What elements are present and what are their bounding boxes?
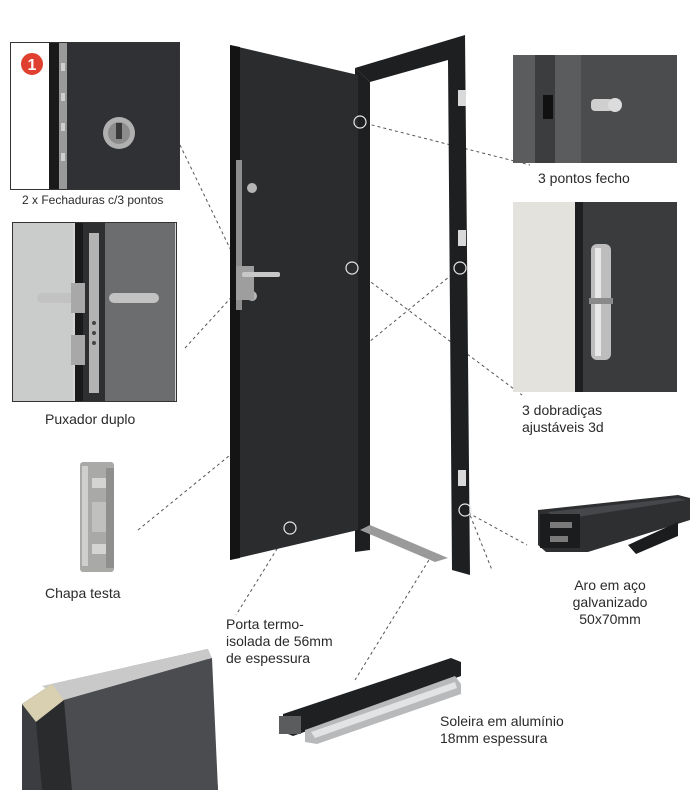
handle-label: Puxador duplo bbox=[45, 411, 136, 427]
frame-label-line3: 50x70mm bbox=[579, 611, 641, 627]
lock-plate bbox=[236, 160, 242, 310]
strike-plate-photo bbox=[68, 458, 126, 576]
door-handle-base bbox=[236, 266, 254, 300]
door-illustration bbox=[230, 35, 470, 575]
lock-cylinder-top bbox=[247, 183, 257, 193]
door-label-line1: Porta termo- bbox=[226, 616, 304, 632]
connector-handle bbox=[184, 289, 239, 349]
hinge-bottom bbox=[458, 470, 466, 486]
frame-label-line2: galvanizado bbox=[572, 594, 648, 610]
connector-threshold bbox=[354, 554, 433, 681]
number-badge: 1 bbox=[19, 51, 45, 77]
hinge-top bbox=[458, 90, 466, 106]
locks-label: 2 x Fechaduras c/3 pontos bbox=[22, 193, 164, 207]
connector-door bbox=[235, 527, 291, 616]
connector-frame-2 bbox=[467, 509, 493, 571]
threshold-label-line2: 18mm espessura bbox=[440, 730, 548, 746]
hinges-label-line1: 3 dobradiças bbox=[522, 402, 603, 418]
door-frame bbox=[355, 35, 470, 575]
frame-label-line1: Aro em aço bbox=[574, 577, 646, 593]
threshold-label: Soleira em alumínio 18mm espessura bbox=[440, 713, 620, 747]
handle-photo bbox=[12, 222, 177, 402]
connector-locks bbox=[179, 144, 239, 266]
closing-points-photo bbox=[513, 55, 677, 163]
hinges-label: 3 dobradiças ajustáveis 3d bbox=[522, 402, 682, 436]
frame-label: Aro em aço galvanizado 50x70mm bbox=[540, 577, 680, 628]
strike-plate-label: Chapa testa bbox=[45, 585, 121, 601]
door-label-line3: de espessura bbox=[226, 650, 311, 666]
locks-photo: 1 bbox=[10, 42, 180, 190]
door-label-line2: isolada de 56mm bbox=[226, 633, 333, 649]
threshold-profile bbox=[279, 658, 461, 744]
connector-hinges bbox=[351, 267, 523, 396]
door-label: Porta termo- isolada de 56mm de espessur… bbox=[226, 616, 386, 667]
hinge-photo bbox=[513, 202, 677, 392]
hinges-label-line2: ajustáveis 3d bbox=[522, 419, 604, 435]
threshold-strip bbox=[360, 525, 448, 562]
connector-frame bbox=[462, 509, 528, 546]
door-leaf bbox=[230, 45, 358, 560]
door-panel-section bbox=[22, 649, 218, 790]
hinge-middle bbox=[458, 230, 466, 246]
connector-closing bbox=[359, 121, 531, 166]
closing-points-label: 3 pontos fecho bbox=[538, 170, 630, 186]
door-handle-lever bbox=[242, 272, 280, 277]
frame-profile bbox=[538, 495, 690, 554]
threshold-label-line1: Soleira em alumínio bbox=[440, 713, 564, 729]
